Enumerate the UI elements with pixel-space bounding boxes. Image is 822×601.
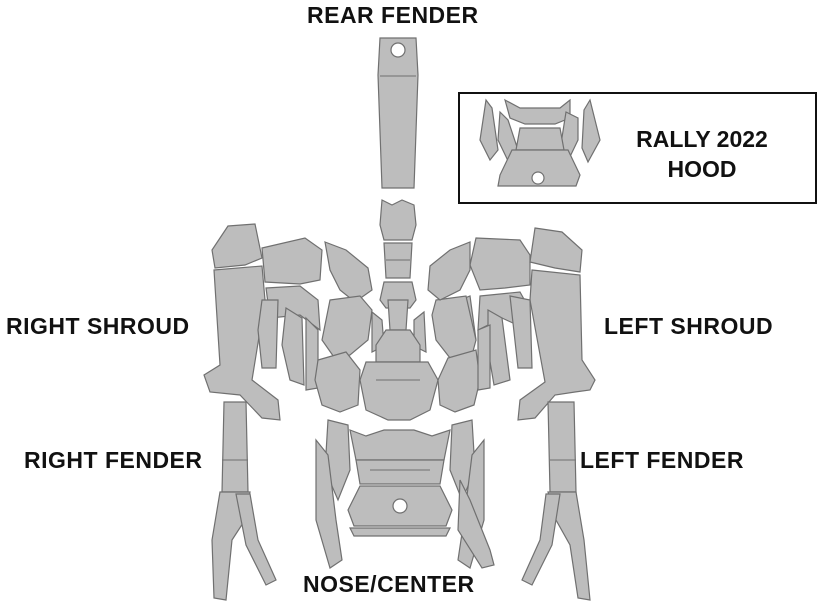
right-fender-piece	[211, 401, 277, 601]
right-fender-label: RIGHT FENDER	[24, 447, 203, 473]
left-shroud-label: LEFT SHROUD	[604, 313, 774, 339]
nose-center-label: NOSE/CENTER	[303, 571, 475, 597]
rear-fender-label: REAR FENDER	[307, 2, 479, 28]
hood-title: RALLY 2022	[636, 126, 768, 152]
hood-subtitle: HOOD	[667, 156, 737, 182]
center-body-piece	[314, 295, 481, 421]
left-shroud-piece	[427, 227, 596, 421]
hood-piece	[479, 98, 601, 187]
center-spine-piece	[379, 199, 417, 331]
left-fender-piece	[521, 401, 591, 601]
nose-center-piece	[315, 419, 495, 569]
hood-inset-box	[458, 92, 817, 204]
rear-fender-piece	[377, 37, 419, 189]
left-fender-label: LEFT FENDER	[580, 447, 744, 473]
right-shroud-piece	[203, 223, 373, 421]
right-shroud-label: RIGHT SHROUD	[6, 313, 190, 339]
